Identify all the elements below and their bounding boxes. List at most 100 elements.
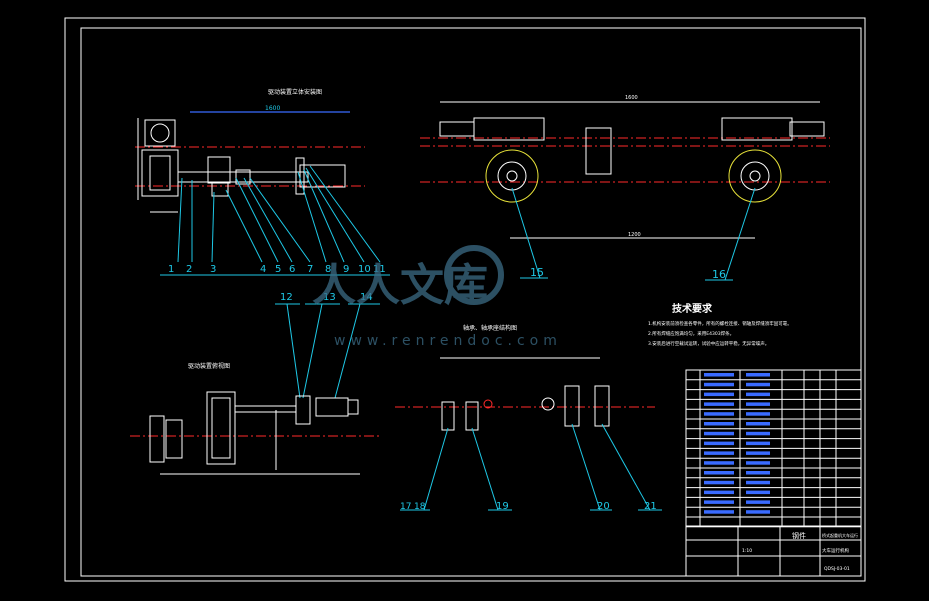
tech-title: 技术要求 (672, 302, 713, 315)
top-left-view: 驱动装置立体安装图 1600 (135, 88, 390, 276)
overall-dim-text: 1600 (625, 95, 638, 101)
part-label-16: 16 (712, 268, 726, 281)
wheel-left-hub (497, 161, 527, 191)
mid-frame (206, 391, 236, 465)
bearing-detail-view: 轴承、轴承座结构图 17 18 19 20 21 (395, 324, 662, 512)
parts-entry-code-4 (704, 402, 734, 406)
top-right-view: 1600 1200 15 16 (420, 95, 830, 281)
parts-entry-code-10 (704, 461, 734, 465)
part-label-15: 15 (530, 266, 544, 279)
tech-note-2: 2.所有焊缝应饱满均匀，采用E4303焊条。 (648, 330, 734, 337)
parts-entry-name-14 (746, 500, 770, 504)
part-label-8: 8 (325, 264, 331, 275)
top-leaders (160, 165, 390, 276)
wheel-block (144, 119, 176, 147)
tb-drawing-no: QDSJ-03-01 (824, 566, 850, 572)
wheel-right-hub (740, 161, 770, 191)
parts-list (685, 369, 862, 528)
parts-entry-name-10 (746, 461, 770, 465)
parts-entry-name-2 (746, 382, 770, 387)
bottom-leaders (400, 423, 662, 511)
wheel-right (728, 149, 782, 203)
parts-entry-name-4 (746, 402, 770, 406)
parts-entry-code-14 (704, 500, 734, 504)
part-label-7: 7 (307, 264, 313, 275)
reducer-base (211, 181, 229, 197)
reducer-box (207, 156, 231, 184)
watermark: 人人文库 www.renrendoc.com (312, 245, 562, 349)
detail-title: 轴承、轴承座结构图 (463, 324, 517, 332)
parts-entry-code-12 (704, 480, 734, 485)
part-label-6: 6 (289, 264, 295, 275)
watermark-text: 人人文库 (312, 260, 488, 311)
parts-entry-name-15 (746, 510, 770, 514)
outer-frame (64, 17, 866, 582)
part-label-4: 4 (260, 264, 266, 275)
tech-note-1: 1.机构安装前须检查各零件，所有的螺栓连接、销轴及焊缝须牢固可靠。 (648, 320, 792, 327)
part-label-14: 14 (360, 292, 373, 303)
mid-motor-cap (347, 399, 359, 415)
parts-entry-name-7 (746, 431, 770, 436)
parts-entry-code-11 (704, 471, 734, 475)
inner-frame (80, 27, 862, 577)
tb-drawing-name: 大车运行机构 (822, 547, 849, 554)
part-label-12: 12 (280, 292, 293, 303)
mid-coupling (295, 395, 311, 425)
parts-entry-name-1 (746, 373, 770, 377)
parts-entry-name-5 (746, 412, 770, 416)
part-label-2: 2 (186, 264, 192, 275)
parts-entry-code-15 (704, 510, 734, 514)
parts-entry-code-8 (704, 441, 734, 446)
bearing-seat-1 (564, 385, 580, 427)
bearing-hub (541, 397, 555, 411)
wheel-right-axle (749, 170, 761, 182)
middle-left-view: 12 13 14 驱动装置俯视图 (130, 292, 380, 475)
wheel-inner (149, 155, 171, 191)
bearing-dot (483, 399, 493, 409)
parts-entry-code-2 (704, 382, 734, 387)
part-label-21: 21 (644, 501, 657, 512)
mid-wheel (149, 415, 165, 463)
tech-requirements: 技术要求 1.机构安装前须检查各零件，所有的螺栓连接、销轴及焊缝须牢固可靠。 2… (648, 302, 792, 347)
title-block-frame (685, 525, 862, 577)
part-label-1: 1 (168, 264, 174, 275)
part-label-13: 13 (323, 292, 336, 303)
right-leaders (511, 187, 756, 281)
bearing-1 (441, 401, 455, 431)
top-view-title: 驱动装置立体安装图 (268, 88, 322, 96)
tb-unit: 桥式起重机大车运行 (822, 532, 858, 538)
part-label-18: 18 (414, 502, 426, 512)
title-block: 钢件 桥式起重机大车运行 大车运行机构 QDSJ-03-01 1:10 (685, 525, 862, 577)
tb-material: 钢件 (792, 531, 806, 540)
mid-leaders (275, 303, 380, 399)
wheel-left-axle (506, 170, 518, 182)
watermark-url: www.renrendoc.com (334, 333, 562, 349)
tech-note-3: 3.安装后进行空载试运转，试验中应运转平稳，无异常噪声。 (648, 340, 769, 347)
coupling (235, 169, 251, 185)
end-beam-right (789, 121, 825, 137)
parts-entry-code-9 (704, 451, 734, 455)
center-frame (585, 127, 612, 175)
motor-body (299, 164, 346, 188)
part-label-17: 17 (400, 502, 411, 512)
parts-entry-name-13 (746, 490, 770, 495)
parts-entry-name-12 (746, 480, 770, 485)
parts-entry-code-13 (704, 490, 734, 495)
part-label-19: 19 (496, 501, 509, 512)
end-beam-left (439, 121, 475, 137)
parts-entry-name-8 (746, 441, 770, 446)
bearing-seat-2 (594, 385, 610, 427)
parts-entry-name-6 (746, 422, 770, 426)
motor-flange (295, 157, 305, 195)
track-dim-text: 1200 (628, 232, 641, 238)
wheel-left (485, 149, 539, 203)
part-label-11: 11 (373, 264, 386, 275)
mid-frame-inner (211, 397, 231, 459)
tb-scale: 1:10 (742, 548, 752, 554)
parts-entry-code-1 (704, 373, 734, 377)
parts-entry-code-5 (704, 412, 734, 416)
drive-shaft (177, 171, 309, 183)
parts-entry-name-9 (746, 451, 770, 455)
wheel-circle (150, 123, 170, 143)
